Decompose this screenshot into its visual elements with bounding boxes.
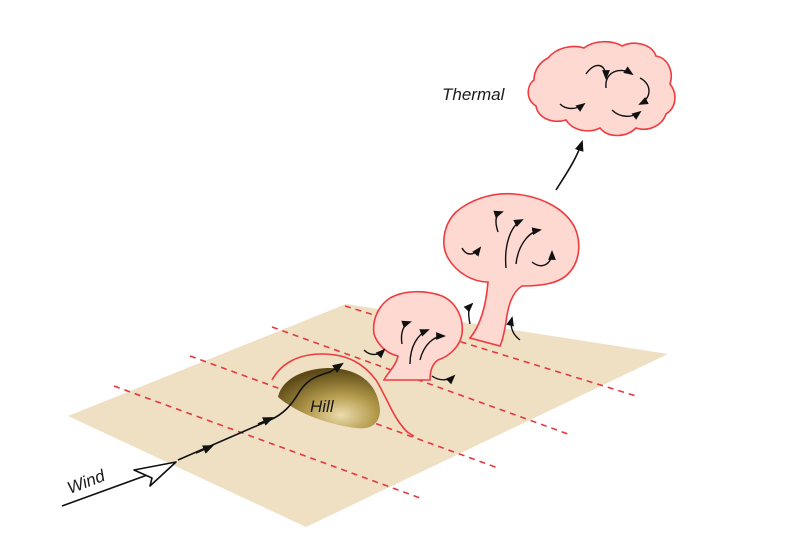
small-bubble-circulation-arrows	[363, 320, 456, 385]
large-bubble	[443, 192, 580, 347]
wind-flow-path	[177, 362, 344, 461]
stem-arrows	[463, 302, 521, 341]
wind-baseline	[61, 473, 151, 507]
wind-flow-midarrow	[195, 445, 215, 454]
wind-flow-arrow-2	[257, 417, 275, 426]
dash-line-4	[344, 305, 637, 397]
hill-label: Hill	[310, 397, 335, 416]
large-bubble-circulation-arrows	[461, 210, 556, 269]
thermal-circulation-arrows	[559, 64, 650, 120]
hill-airflow-bump	[271, 353, 415, 437]
wind-hollow-arrow	[133, 461, 177, 487]
hill	[278, 368, 380, 429]
rising-arrow	[555, 139, 584, 191]
wind-label: Wind	[65, 466, 108, 498]
small-bubble	[372, 290, 464, 381]
thermal-cloud	[527, 40, 676, 137]
thermal-label: Thermal	[442, 85, 506, 104]
